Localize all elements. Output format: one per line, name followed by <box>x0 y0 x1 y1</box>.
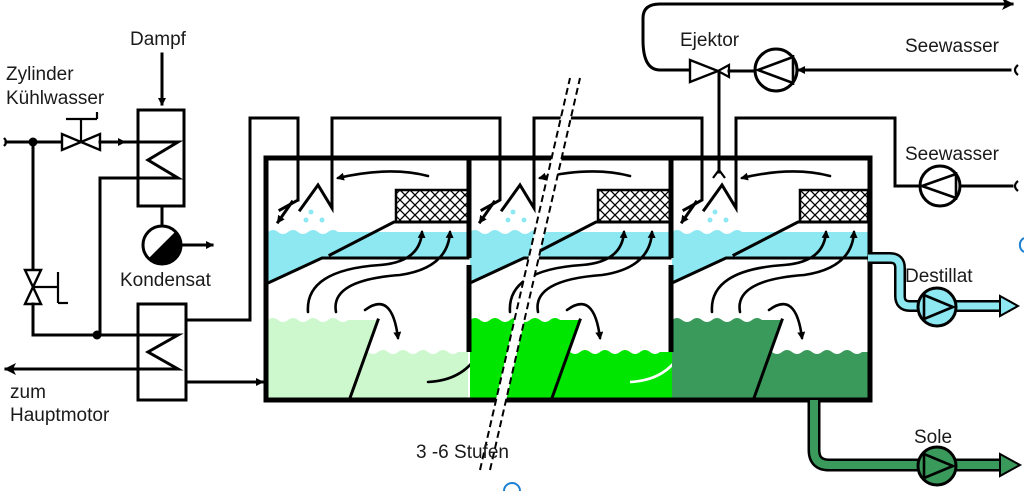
droplets <box>707 209 729 223</box>
label-dampf: Dampf <box>130 29 187 50</box>
right-section: Ejektor Seewasser Seewasser Destillat <box>641 0 1023 487</box>
flash-arrow <box>565 302 604 340</box>
condenser-tube <box>297 116 334 214</box>
label-hauptmotor: Hauptmotor <box>10 405 110 426</box>
pump-icon[interactable] <box>918 164 962 208</box>
condenser-tube <box>499 116 536 214</box>
droplets <box>303 209 325 223</box>
scroll-marker-icon[interactable] <box>1018 237 1024 253</box>
vapor-arrow <box>710 230 830 314</box>
evaporator-vessel <box>263 155 873 403</box>
condenser-tube <box>479 116 502 213</box>
heat-exchanger-icon <box>4 333 184 371</box>
pump-icon[interactable] <box>916 286 958 328</box>
distillate-tray <box>266 256 470 285</box>
distillate-arrow <box>999 294 1021 318</box>
condenser-tube <box>681 116 704 213</box>
scroll-marker-icon[interactable] <box>503 482 521 491</box>
distillate-pipe <box>868 254 1010 310</box>
ejector-discharge-line <box>641 2 1012 72</box>
heat-exchanger-icon <box>98 140 184 337</box>
ejector-icon <box>688 58 757 84</box>
label-destillat: Destillat <box>905 266 973 287</box>
seawater-line <box>734 116 922 188</box>
demister-icon <box>596 188 672 224</box>
distillate-tray <box>670 256 870 285</box>
vapor-arrow <box>738 230 858 314</box>
flash-arrow <box>363 302 402 340</box>
brine-pipe-outline <box>807 400 1010 472</box>
droplets <box>505 209 527 223</box>
valve-icon[interactable] <box>60 112 102 152</box>
stage-2 <box>468 116 689 400</box>
demister-icon <box>798 188 870 224</box>
condenser-tube <box>701 116 738 214</box>
weir <box>348 318 380 400</box>
flow-arrow <box>477 199 497 225</box>
weir <box>752 318 784 400</box>
label-seewasser-top: Seewasser <box>905 36 1000 57</box>
label-sole: Sole <box>914 427 952 448</box>
vapor-arrow <box>336 170 430 181</box>
vapor-arrow <box>740 170 832 181</box>
inlet-connector-icon <box>1013 180 1019 192</box>
label-zylinder: Zylinder <box>6 64 74 85</box>
label-stufen: 3 -6 Stufen <box>416 442 509 463</box>
evaporator-stages: 3 -6 Stufen <box>263 72 922 472</box>
flash-arrow <box>767 302 806 340</box>
stage-3 <box>670 72 870 400</box>
bypass-valve-icon[interactable] <box>23 268 68 306</box>
vapor-arrow <box>508 230 628 314</box>
label-ejektor: Ejektor <box>680 30 740 51</box>
flow-arrow <box>275 199 295 225</box>
distillate-tray <box>468 256 672 285</box>
label-kondensat: Kondensat <box>120 270 212 291</box>
label-kuehlwasser: Kühlwasser <box>6 88 105 109</box>
vapor-arrow <box>334 230 454 314</box>
stage-1 <box>266 116 486 400</box>
flow-arrow <box>679 199 699 225</box>
steam-trap-icon <box>141 224 183 266</box>
demister-icon <box>394 188 470 224</box>
brine-arrow <box>999 452 1023 478</box>
label-zum: zum <box>10 382 46 403</box>
stage-break-marker <box>479 76 581 472</box>
vapor-arrow <box>536 230 656 314</box>
left-heating-section: Dampf Zylinder Kühlwasser <box>3 29 300 426</box>
vapor-arrow <box>306 230 426 314</box>
weir <box>550 318 582 400</box>
suction-inlet-icon <box>712 168 726 179</box>
brine-pipe <box>810 400 1010 469</box>
pump-icon[interactable] <box>916 445 958 487</box>
steam-heater <box>136 108 186 208</box>
label-seewasser-mid: Seewasser <box>905 144 1000 165</box>
condenser-tube <box>277 116 300 213</box>
junction-dot <box>92 330 102 340</box>
pump-icon[interactable] <box>753 47 799 93</box>
inlet-connector-icon <box>1013 64 1019 76</box>
